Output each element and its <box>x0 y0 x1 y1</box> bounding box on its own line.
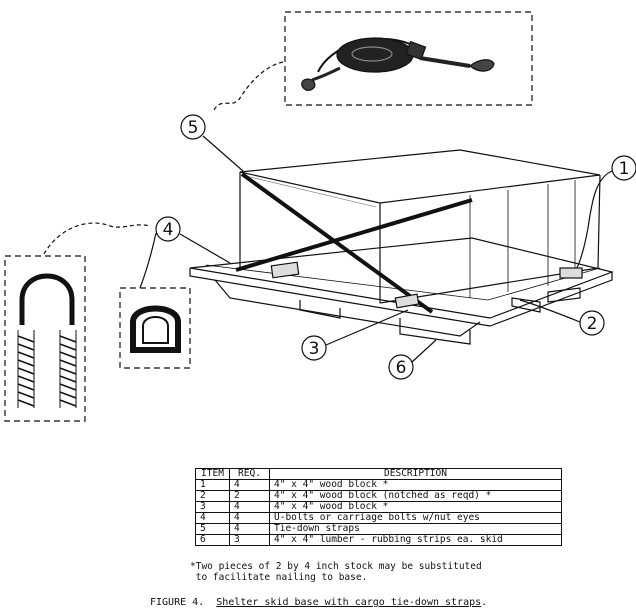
cell-description: 4" x 4" wood block * <box>269 479 562 491</box>
cell-item: 4 <box>195 512 230 524</box>
nut-eye-inset <box>119 287 191 369</box>
strap-detail-inset <box>284 11 533 106</box>
cell-req: 3 <box>229 534 270 546</box>
table-row: 5 4 Tie-down straps <box>195 523 562 535</box>
callout-label-2: 2 <box>587 314 598 334</box>
table-row: 6 3 4" x 4" lumber - rubbing strips ea. … <box>195 534 562 546</box>
cell-item: 6 <box>195 534 230 546</box>
table-footnote: *Two pieces of 2 by 4 inch stock may be … <box>190 561 482 583</box>
cell-req: 4 <box>229 523 270 535</box>
parts-table: ITEM REQ. DESCRIPTION 1 4 4" x 4" wood b… <box>195 468 562 546</box>
cell-item: 1 <box>195 479 230 491</box>
cell-req: 2 <box>229 490 270 502</box>
cell-description: 4" x 4" wood block (notched as reqd) * <box>269 490 562 502</box>
table-row: 3 4 4" x 4" wood block * <box>195 501 562 513</box>
figure-label: FIGURE 4. <box>150 597 205 608</box>
cell-req: 4 <box>229 479 270 491</box>
header-description: DESCRIPTION <box>269 468 562 480</box>
cell-description: 4" x 4" lumber - rubbing strips ea. skid <box>269 534 562 546</box>
parts-table-header: ITEM REQ. DESCRIPTION <box>195 468 562 480</box>
figure-caption: FIGURE 4. Shelter skid base with cargo t… <box>150 597 488 608</box>
header-req: REQ. <box>229 468 270 480</box>
callout-3 <box>301 309 409 361</box>
table-row: 4 4 U-bolts or carriage bolts w/nut eyes <box>195 512 562 524</box>
callout-1 <box>575 155 636 271</box>
callout-5 <box>180 114 244 172</box>
callout-label-4: 4 <box>163 220 174 240</box>
cell-req: 4 <box>229 512 270 524</box>
callout-label-5: 5 <box>188 118 199 138</box>
cell-description: 4" x 4" wood block * <box>269 501 562 513</box>
wood-blocks <box>270 261 583 309</box>
skid-base <box>189 237 615 345</box>
cell-item: 3 <box>195 501 230 513</box>
figure-title: Shelter skid base with cargo tie-down st… <box>216 597 482 608</box>
callout-6 <box>388 339 437 380</box>
tie-down-straps <box>235 172 473 314</box>
cell-description: U-bolts or carriage bolts w/nut eyes <box>269 512 562 524</box>
cell-description: Tie-down straps <box>269 523 562 535</box>
callout-label-3: 3 <box>309 339 320 359</box>
callout-label-6: 6 <box>396 358 407 378</box>
table-row: 1 4 4" x 4" wood block * <box>195 479 562 491</box>
callout-2 <box>519 299 605 336</box>
cell-item: 5 <box>195 523 230 535</box>
cell-item: 2 <box>195 490 230 502</box>
u-bolt-inset <box>4 255 86 422</box>
table-row: 2 2 4" x 4" wood block (notched as reqd)… <box>195 490 562 502</box>
shelter-box <box>239 149 601 304</box>
header-item: ITEM <box>195 468 230 480</box>
callout-label-1: 1 <box>619 159 630 179</box>
cell-req: 4 <box>229 501 270 513</box>
callout-4 <box>139 216 231 289</box>
